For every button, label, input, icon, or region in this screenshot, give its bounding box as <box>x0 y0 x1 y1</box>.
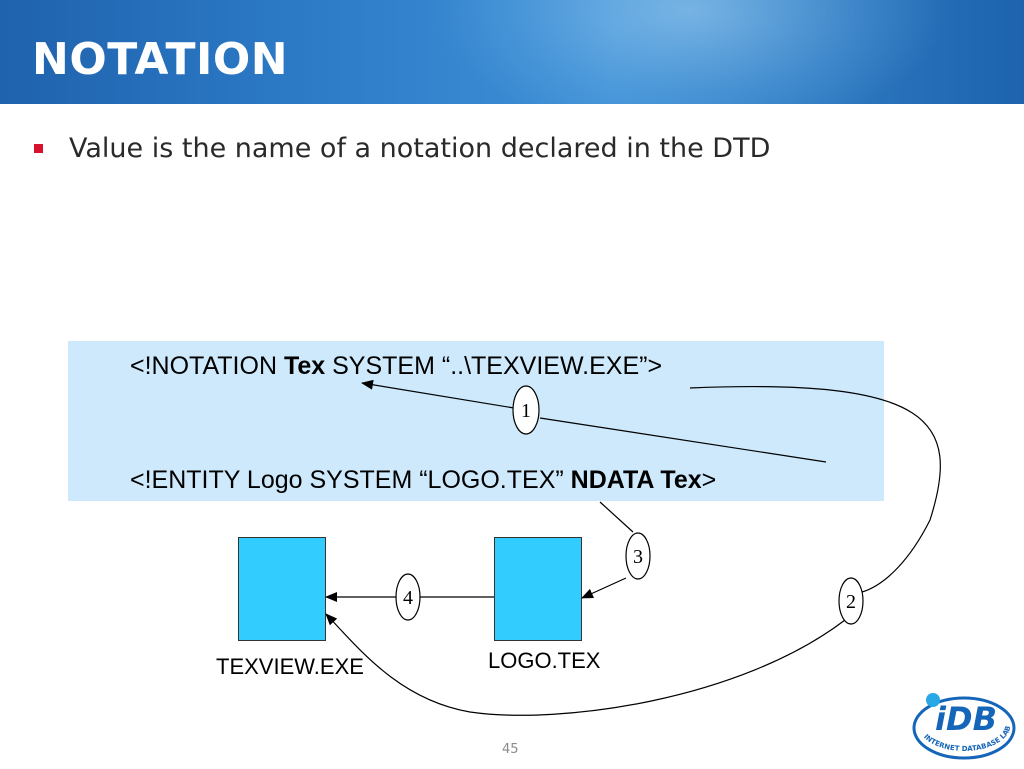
notation-declaration: <!NOTATION Tex SYSTEM “..\TEXVIEW.EXE”> <box>130 351 662 381</box>
page-number: 45 <box>502 742 519 757</box>
step-1-badge <box>512 385 540 435</box>
entity-declaration: <!ENTITY Logo SYSTEM “LOGO.TEX” NDATA Te… <box>130 465 716 495</box>
arrow-1-head <box>361 379 515 409</box>
entity-suffix: > <box>701 466 717 494</box>
logo-label: LOGO.TEX <box>488 648 601 673</box>
logo-text: iDB <box>935 700 997 738</box>
slide-title: NOTATION <box>32 34 289 85</box>
logo-file-box <box>494 537 582 641</box>
texview-file-box <box>238 537 326 641</box>
notation-name: Tex <box>283 352 326 380</box>
notation-suffix: SYSTEM “..\TEXVIEW.EXE”> <box>325 352 663 380</box>
texview-label: TEXVIEW.EXE <box>216 654 364 679</box>
step-4-badge <box>395 573 421 621</box>
entity-ndata: NDATA Tex <box>570 466 702 494</box>
bullet-marker-icon <box>34 143 43 153</box>
step-3-badge <box>625 532 651 580</box>
step-2-badge <box>838 577 864 625</box>
title-bar: NOTATION <box>0 0 1024 104</box>
idb-logo: iDB INTERNET DATABASE LAB <box>906 688 1018 764</box>
arrow-3-line <box>599 501 634 533</box>
step-3-number: 3 <box>633 546 643 568</box>
step-1-number: 1 <box>521 400 531 422</box>
entity-prefix: <!ENTITY Logo SYSTEM “LOGO.TEX” <box>130 466 571 494</box>
bullet-item: Value is the name of a notation declared… <box>34 128 770 168</box>
step-4-number: 4 <box>403 587 413 609</box>
step-2-number: 2 <box>846 591 856 613</box>
arrow-2-upper-curve <box>689 385 941 593</box>
arrow-2-lower-curve <box>325 613 846 716</box>
arrow-1-line <box>539 417 827 463</box>
title-glow <box>430 0 950 104</box>
notation-prefix: <!NOTATION <box>130 352 284 380</box>
arrow-3-head <box>581 577 627 599</box>
idb-logo-icon: iDB INTERNET DATABASE LAB <box>912 693 1016 760</box>
bullet-text: Value is the name of a notation declared… <box>69 132 771 164</box>
dtd-code-box: <!NOTATION Tex SYSTEM “..\TEXVIEW.EXE”> … <box>68 341 884 501</box>
